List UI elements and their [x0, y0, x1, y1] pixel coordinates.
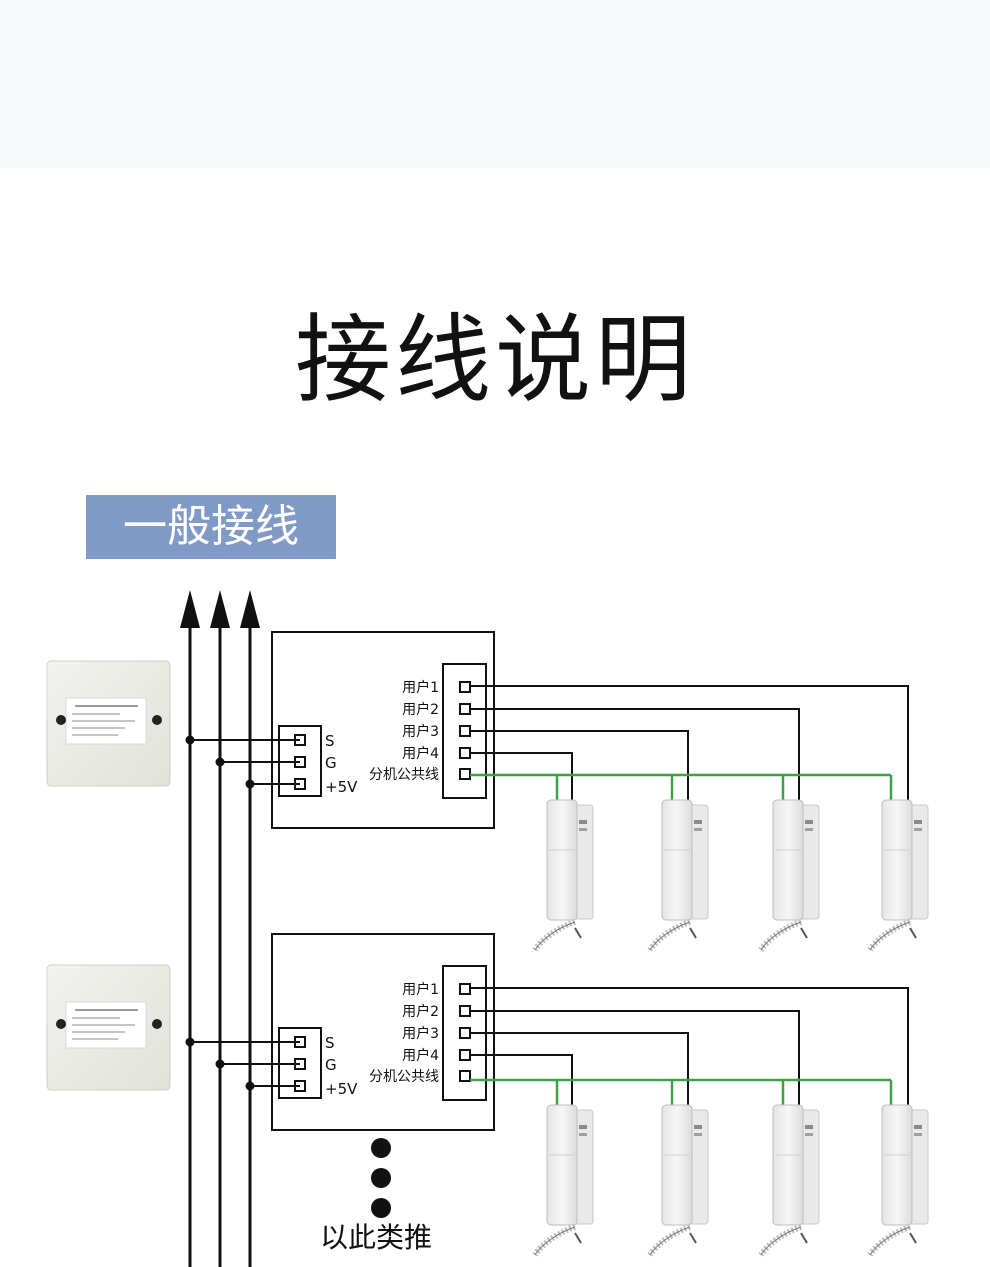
terminal-label-5v: +5V	[325, 778, 358, 796]
terminal-label-5v: +5V	[325, 1080, 358, 1098]
user-label-3: 用户3	[402, 723, 439, 740]
intercom-handsets	[532, 799, 929, 1257]
bus-lines	[180, 590, 260, 1267]
arrow-up-icon	[240, 590, 260, 628]
user-label-2: 用户2	[402, 1003, 439, 1020]
intercom-handset-icon	[647, 799, 709, 952]
terminal-label-g: G	[325, 754, 337, 772]
top-band	[0, 0, 990, 168]
user-label-common: 分机公共线	[369, 1069, 439, 1085]
user-label-4: 用户4	[402, 745, 439, 762]
terminal-label-g: G	[325, 1056, 337, 1074]
power-supply-device	[46, 660, 171, 787]
user-label-1: 用户1	[402, 679, 439, 696]
arrow-up-icon	[180, 590, 200, 628]
intercom-handset-icon	[867, 1104, 929, 1257]
intercom-handset-icon	[758, 1104, 820, 1257]
intercom-handset-icon	[647, 1104, 709, 1257]
user-label-4: 用户4	[402, 1047, 439, 1064]
user-label-1: 用户1	[402, 981, 439, 998]
terminal-label-s: S	[325, 1034, 335, 1052]
user-label-2: 用户2	[402, 701, 439, 718]
intercom-handset-icon	[532, 799, 594, 952]
unit-1: S G +5V 用户1 用户2 用户3 用户4 分机公共线	[46, 631, 909, 829]
continuation-dots	[371, 1138, 391, 1218]
user-label-common: 分机公共线	[369, 767, 439, 783]
page-title: 接线说明	[295, 304, 695, 416]
user-label-3: 用户3	[402, 1025, 439, 1042]
terminal-label-s: S	[325, 732, 335, 750]
footer-note: 以此类推	[320, 1221, 433, 1254]
intercom-handset-icon	[758, 799, 820, 952]
power-supply-device	[46, 964, 171, 1091]
unit-2: S G +5V 用户1 用户2 用户3 用户4 分机公共线	[46, 933, 909, 1131]
intercom-handset-icon	[867, 799, 929, 952]
intercom-handset-icon	[532, 1104, 594, 1257]
arrow-up-icon	[210, 590, 230, 628]
section-badge: 一般接线	[86, 495, 336, 559]
